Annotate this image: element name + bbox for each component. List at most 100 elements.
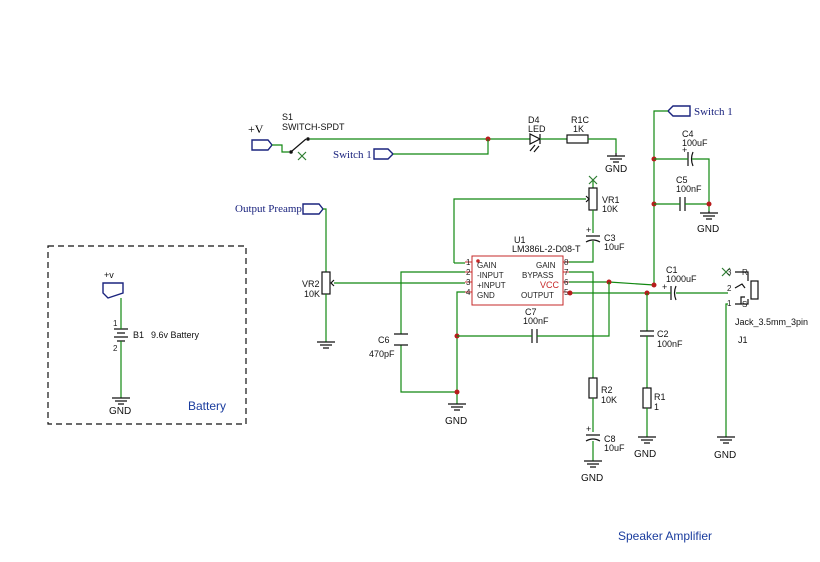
c3-capacitor-symbol[interactable]: C3 10uF + <box>585 225 625 252</box>
gnd-symbol-vr2 <box>317 341 335 349</box>
vplus-battery-net-label[interactable]: +v <box>102 270 124 299</box>
vr2-ref: VR2 <box>302 279 320 289</box>
j1-value: Jack_3.5mm_3pin <box>735 317 808 327</box>
c5-value: 100nF <box>676 184 702 194</box>
svg-text:+: + <box>586 225 591 235</box>
u1-pin-vcc: VCC <box>540 280 560 290</box>
svg-text:3: 3 <box>727 268 732 277</box>
svg-text:6: 6 <box>564 278 569 287</box>
r1-value: 1 <box>654 402 659 412</box>
c1-ref: C1 <box>666 265 678 275</box>
c1-value: 1000uF <box>666 274 697 284</box>
no-connect-icon <box>588 175 598 185</box>
svg-text:4: 4 <box>466 288 471 297</box>
c3-ref: C3 <box>604 233 616 243</box>
r2-ref: R2 <box>601 385 613 395</box>
vr1-value: 10K <box>602 204 618 214</box>
u1-pin-bypass: BYPASS <box>522 271 553 280</box>
svg-text:+: + <box>586 424 591 434</box>
c4-ref: C4 <box>682 129 694 139</box>
c7-capacitor-symbol[interactable]: C7 100nF <box>523 307 549 343</box>
svg-text:7: 7 <box>564 268 569 277</box>
c8-ref: C8 <box>604 434 616 444</box>
d4-led-symbol[interactable]: D4 LED <box>528 115 546 153</box>
r1c-resistor-symbol[interactable]: R1C 1K <box>566 115 590 144</box>
c8-capacitor-symbol[interactable]: C8 10uF + <box>585 424 625 453</box>
vr1-ref: VR1 <box>602 195 620 205</box>
switch1-net-label-mid[interactable]: Switch 1 <box>333 148 394 161</box>
u1-pin-pos-input: +INPUT <box>477 281 506 290</box>
u1-pin-gain-right: GAIN <box>536 261 556 270</box>
svg-text:GND: GND <box>109 406 131 417</box>
svg-text:5: 5 <box>564 288 569 297</box>
u1-pin-gnd: GND <box>477 291 495 300</box>
no-connect-icon <box>721 267 731 277</box>
svg-text:GND: GND <box>634 449 656 460</box>
u1-pin-gain-left: GAIN <box>477 261 497 270</box>
gnd-symbol-led: GND <box>605 153 627 175</box>
sheet-title: Speaker Amplifier <box>618 529 712 543</box>
vplus-battery-text: +v <box>104 270 114 280</box>
r1c-value: 1K <box>573 124 584 134</box>
svg-text:+: + <box>662 282 667 292</box>
no-connect-icon <box>297 151 307 161</box>
gnd-text: GND <box>605 164 627 175</box>
vr2-value: 10K <box>304 289 320 299</box>
vplus-label-text: +V <box>248 122 264 136</box>
s1-switch-symbol[interactable]: S1 SWITCH-SPDT <box>282 112 345 161</box>
r1-resistor-symbol[interactable]: R1 1 <box>642 387 666 412</box>
vr2-potentiometer-symbol[interactable]: VR2 10K <box>302 271 335 299</box>
svg-text:1: 1 <box>727 299 732 308</box>
svg-text:GND: GND <box>714 450 736 461</box>
battery-group-label: Battery <box>188 399 226 413</box>
c6-capacitor-symbol[interactable]: C6 470pF <box>369 333 408 359</box>
c1-capacitor-symbol[interactable]: C1 1000uF + <box>662 265 697 301</box>
vplus-net-label[interactable]: +V <box>248 122 273 151</box>
c4-capacitor-symbol[interactable]: C4 100uF + <box>682 129 708 167</box>
svg-text:1: 1 <box>113 319 118 328</box>
c5-capacitor-symbol[interactable]: C5 100nF <box>676 175 702 211</box>
svg-text:8: 8 <box>564 258 569 267</box>
u1-pin-output: OUTPUT <box>521 291 554 300</box>
c8-value: 10uF <box>604 443 625 453</box>
u1-pin-neg-input: -INPUT <box>477 271 504 280</box>
c7-value: 100nF <box>523 316 549 326</box>
svg-text:GND: GND <box>697 224 719 235</box>
svg-text:2: 2 <box>727 284 732 293</box>
gnd-symbol-jack: GND <box>714 436 736 461</box>
j1-ref: J1 <box>738 335 748 345</box>
u1-value: LM386L-2-D08-T <box>512 244 581 254</box>
u1-ic-symbol[interactable]: U1 LM386L-2-D08-T 1 2 3 4 GAIN -INPUT +I… <box>465 235 581 306</box>
u1-ref: U1 <box>514 235 526 245</box>
c6-value: 470pF <box>369 349 395 359</box>
switch1-net-label-right[interactable]: Switch 1 <box>667 105 733 118</box>
output-preamp-net-label[interactable]: Output Preamp <box>235 203 324 215</box>
svg-text:GND: GND <box>445 416 467 427</box>
gnd-symbol-r1: GND <box>634 436 656 460</box>
b1-ref: B1 <box>133 330 144 340</box>
battery-group-box: Battery <box>47 245 247 425</box>
j1-jack-symbol[interactable]: 3 2 1 R S Jack_3.5mm_3pin J1 <box>721 267 808 345</box>
svg-text:1: 1 <box>466 258 471 267</box>
switch1-right-text: Switch 1 <box>694 106 733 118</box>
c2-value: 100nF <box>657 339 683 349</box>
gnd-symbol-u1: GND <box>445 403 467 427</box>
c2-ref: C2 <box>657 329 669 339</box>
r1-ref: R1 <box>654 392 666 402</box>
gnd-symbol-c8: GND <box>581 460 603 484</box>
gnd-symbol-battery: GND <box>109 397 131 417</box>
svg-text:2: 2 <box>466 268 471 277</box>
c6-ref: C6 <box>378 335 390 345</box>
c4-value: 100uF <box>682 138 708 148</box>
r1c-ref: R1C <box>571 115 590 125</box>
s1-ref: S1 <box>282 112 293 122</box>
svg-text:2: 2 <box>113 344 118 353</box>
b1-value: 9.6v Battery <box>151 330 200 340</box>
c7-ref: C7 <box>525 307 537 317</box>
output-preamp-text: Output Preamp <box>235 203 302 215</box>
d4-value: LED <box>528 124 546 134</box>
svg-text:+: + <box>682 145 687 155</box>
b1-battery-symbol[interactable]: 1 2 B1 9.6v Battery <box>113 319 200 353</box>
gnd-symbol-c5: GND <box>697 211 719 235</box>
